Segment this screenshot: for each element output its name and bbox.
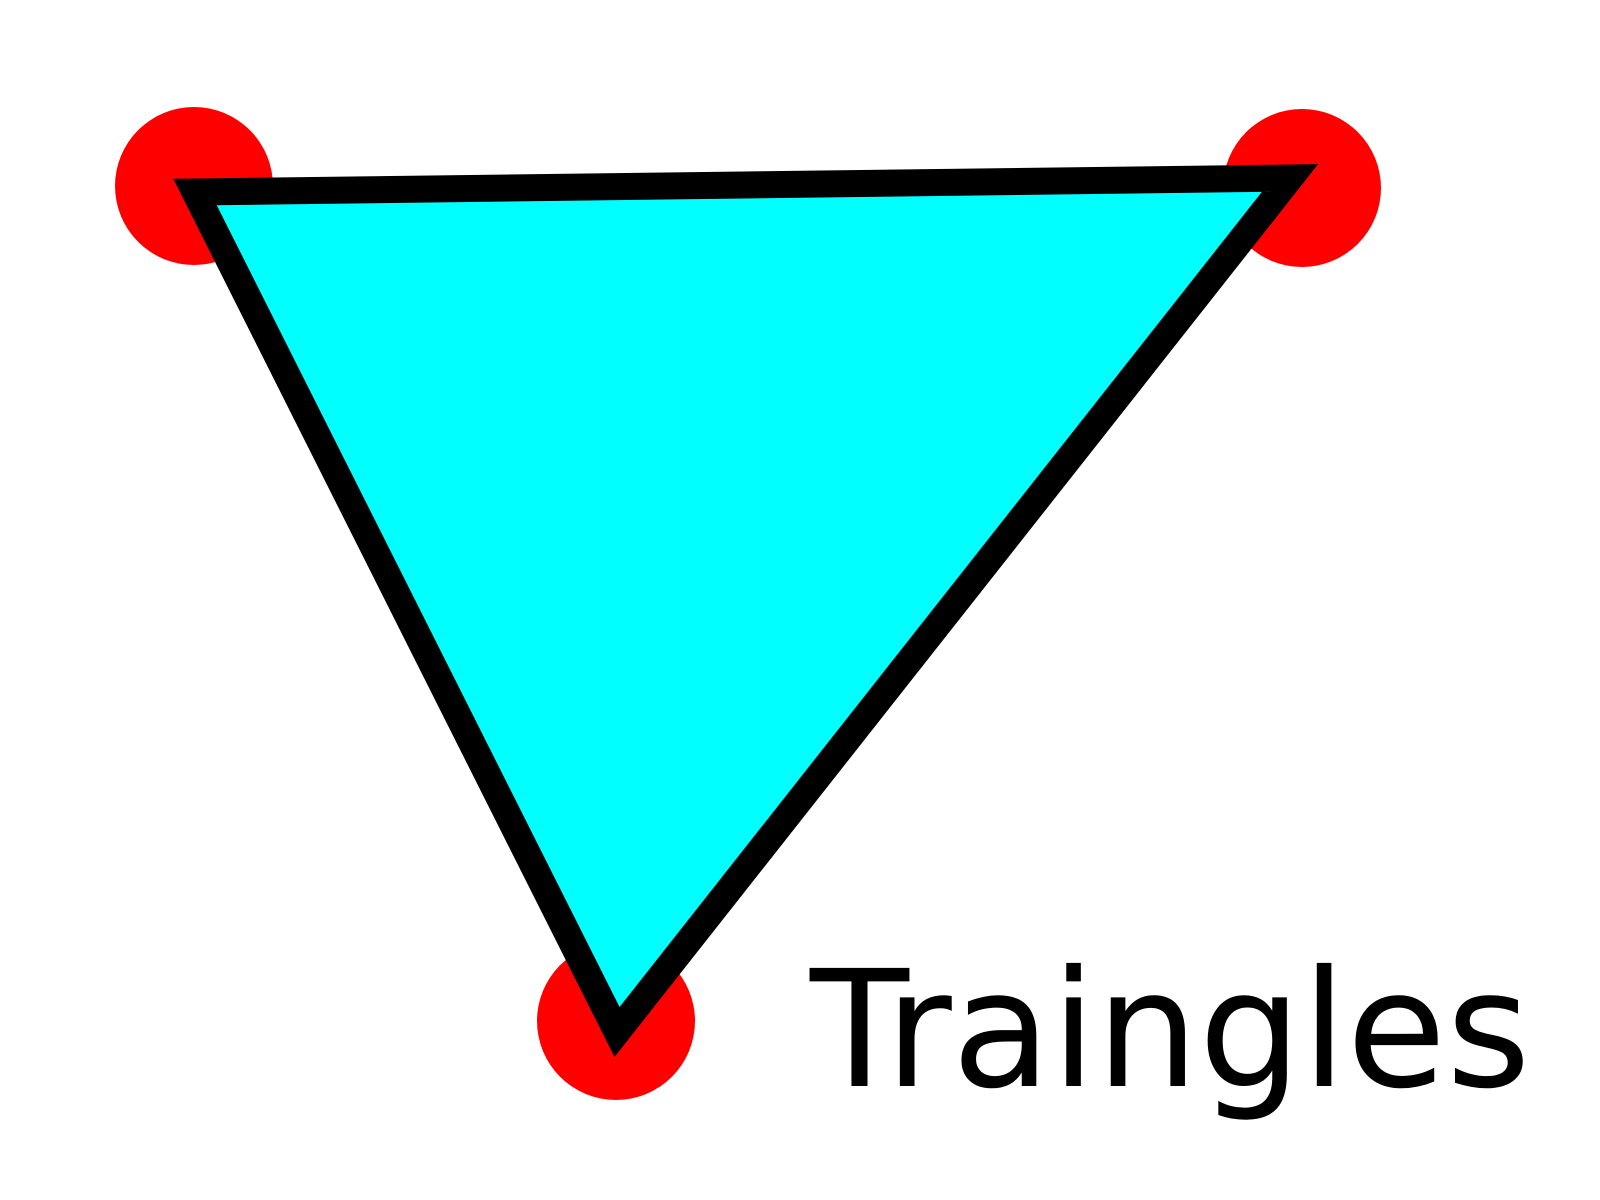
caption-label: Traingles: [809, 937, 1531, 1125]
triangle: [173, 164, 1319, 1058]
